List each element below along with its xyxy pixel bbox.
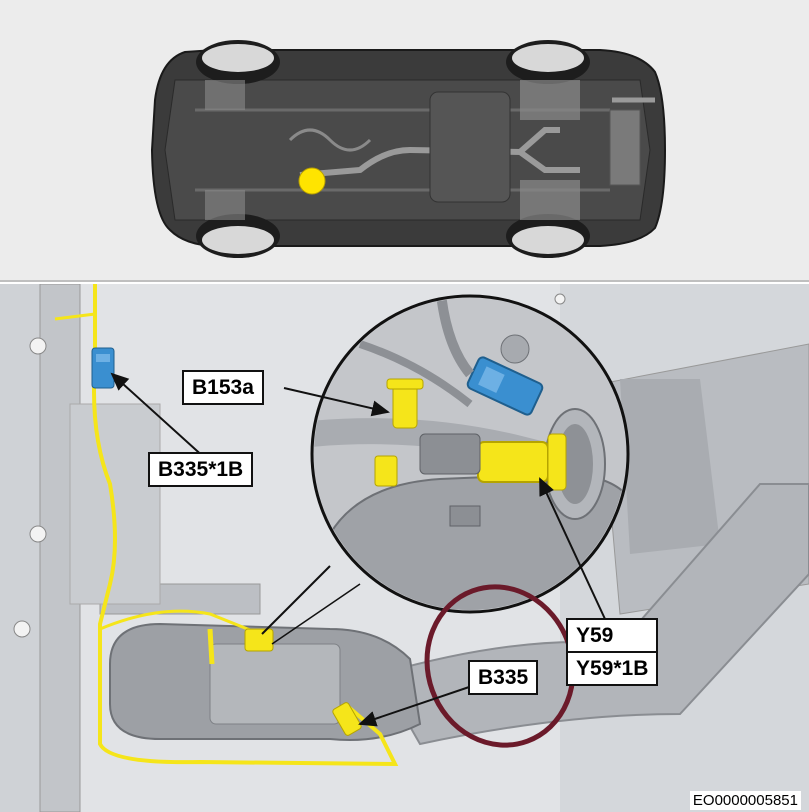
leader-b335-1b [110, 372, 207, 460]
label-b153a: B153a [182, 370, 264, 405]
exhaust-detail-illustration [0, 284, 809, 812]
label-y59-group: Y59 Y59*1B [566, 618, 659, 686]
rear-right-wheel [506, 214, 590, 258]
rear-left-wheel [506, 40, 590, 84]
component-location-marker [298, 167, 326, 195]
detail-view-panel: B153a B335*1B Y59 Y59*1B B335 [0, 284, 809, 812]
figure-reference-id: EO0000005851 [689, 791, 801, 810]
label-y59: Y59 [576, 624, 614, 647]
leader-b335 [358, 683, 479, 727]
label-b335-1b: B335*1B [148, 452, 254, 487]
label-b335: B335 [468, 660, 539, 695]
front-left-wheel [196, 40, 280, 84]
magnified-detail-circle [261, 294, 630, 645]
vehicle-overview-panel [0, 0, 809, 282]
label-y59-1b: Y59*1B [568, 651, 657, 684]
front-right-wheel [196, 214, 280, 258]
wire-harness-main [92, 284, 399, 767]
sensor-b335 [332, 702, 362, 736]
connector-b335-1b [91, 347, 115, 389]
vehicle-underside-illustration [150, 40, 667, 258]
leader-b153a [283, 387, 390, 417]
leader-y59 [539, 477, 606, 620]
